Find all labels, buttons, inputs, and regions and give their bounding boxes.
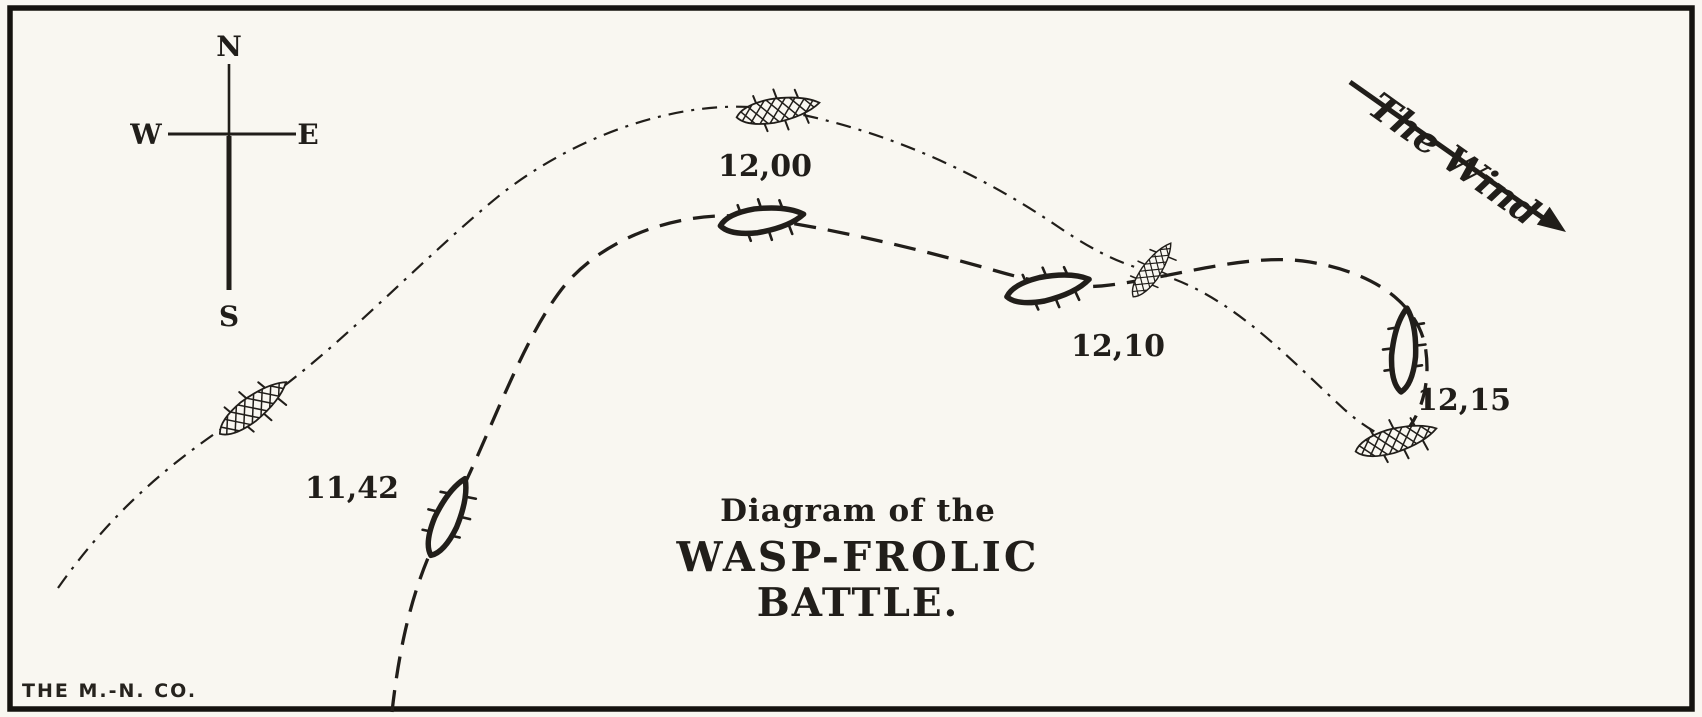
diagram-title: Diagram of the WASP-FROLIC BATTLE. <box>608 496 1108 623</box>
time-label-1142: 11,42 <box>305 471 399 506</box>
diagram-title-line1: Diagram of the <box>720 493 996 529</box>
wasp-ship-icon-1210 <box>1003 259 1094 318</box>
compass-north-label: N <box>216 30 242 63</box>
compass-west-label: W <box>129 118 162 151</box>
time-label-1210: 12,10 <box>1071 329 1165 364</box>
frolic-ship-icon-1210 <box>1114 225 1191 315</box>
compass-south-label: S <box>219 300 239 333</box>
wasp-ship-icon-1200 <box>717 193 806 246</box>
publisher-credit: THE M.-N. CO. <box>22 680 198 702</box>
diagram-title-line3: BATTLE. <box>756 580 960 626</box>
time-label-1200: 12,00 <box>718 149 812 184</box>
wasp-ship-icon-1215 <box>1380 307 1428 394</box>
wind-indicator: The Wind <box>1348 79 1566 235</box>
diagram-title-line2: WASP-FROLIC <box>676 533 1040 581</box>
compass-rose: N S W E <box>129 30 318 333</box>
frolic-ship-icon-start <box>196 357 310 459</box>
time-label-1215: 12,15 <box>1417 383 1511 418</box>
wind-arrow-icon <box>1348 79 1566 232</box>
wasp-track-path <box>390 214 1429 713</box>
diagram-border <box>7 5 1695 712</box>
wind-label: The Wind <box>1361 84 1548 235</box>
compass-east-label: E <box>297 118 318 151</box>
